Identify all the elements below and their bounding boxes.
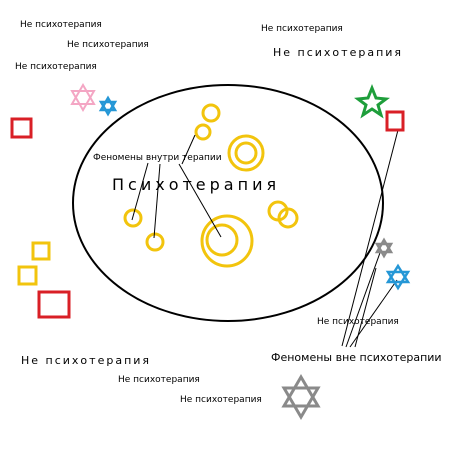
pointer-line bbox=[131, 162, 149, 221]
star-of-david-icon bbox=[385, 263, 411, 291]
ring-icon bbox=[227, 134, 265, 172]
ring-icon bbox=[200, 214, 254, 268]
not-psychotherapy-label: Не психотерапия bbox=[118, 375, 200, 385]
psychotherapy-ellipse bbox=[72, 84, 384, 322]
not-psychotherapy-label: Не психотерапия bbox=[261, 24, 343, 34]
stars-of-david bbox=[70, 83, 411, 420]
not-psychotherapy-label: Не психотерапия bbox=[180, 395, 262, 405]
square-icon bbox=[385, 110, 405, 132]
pointer-line bbox=[354, 267, 377, 348]
pointer-line bbox=[349, 279, 398, 348]
ring-icon bbox=[277, 207, 299, 229]
squares bbox=[10, 110, 405, 319]
outer-pointer-lines bbox=[341, 129, 399, 348]
pointer-line bbox=[341, 129, 399, 347]
outer-phenomena-label: Феномены вне психотерапии bbox=[271, 351, 442, 364]
inner-phenomena-label: Феномены внутри терапии bbox=[93, 153, 222, 163]
not-psychotherapy-label: Не психотерапия bbox=[317, 317, 399, 327]
square-icon bbox=[10, 117, 33, 139]
square-icon bbox=[37, 290, 71, 319]
ring-icon bbox=[145, 232, 165, 252]
not-psychotherapy-label: Не психотерапия bbox=[21, 354, 152, 367]
star-of-david-icon bbox=[70, 83, 96, 112]
inner-rings bbox=[123, 103, 299, 268]
ring-icon bbox=[123, 208, 143, 228]
psychotherapy-title: Психотерапия bbox=[112, 175, 281, 194]
not-psychotherapy-label: Не психотерапия bbox=[15, 62, 97, 72]
inner-pointer-lines bbox=[131, 134, 222, 239]
star-of-david-icon bbox=[98, 95, 118, 117]
not-psychotherapy-label: Не психотерапия bbox=[273, 46, 404, 59]
pointer-line bbox=[153, 163, 161, 239]
star-of-david-icon bbox=[374, 237, 394, 259]
ring-icon bbox=[201, 103, 221, 123]
ring-icon bbox=[234, 141, 258, 165]
square-icon bbox=[31, 241, 51, 261]
not-psychotherapy-label: Не психотерапия bbox=[67, 40, 149, 50]
ring-icon bbox=[194, 123, 212, 141]
square-icon bbox=[17, 265, 38, 286]
pointer-line bbox=[181, 134, 196, 165]
star-of-david-icon bbox=[281, 374, 321, 420]
pointer-line bbox=[345, 249, 382, 348]
five-point-star-icon bbox=[354, 83, 390, 119]
pointer-line bbox=[178, 163, 222, 238]
not-psychotherapy-label: Не психотерапия bbox=[20, 20, 102, 30]
ring-icon bbox=[205, 223, 239, 257]
